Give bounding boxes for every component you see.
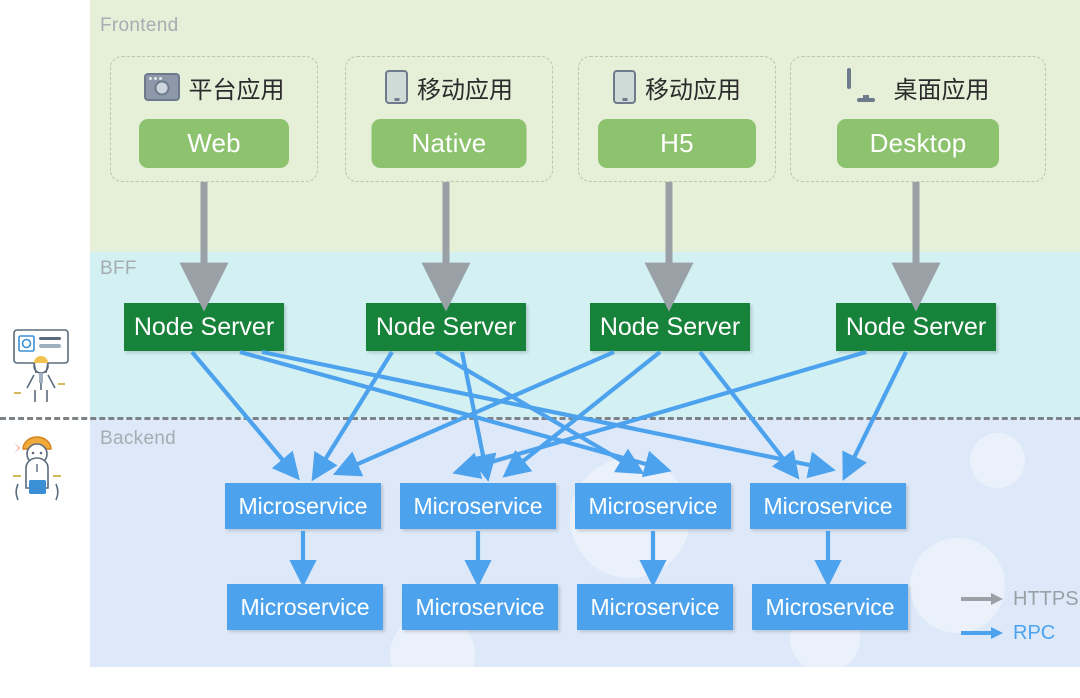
microservice-r1c2[interactable]: Microservice [400, 483, 556, 529]
frontend-card-title: 平台应用 [188, 76, 285, 104]
frontend-pill-web[interactable]: Web [139, 119, 289, 168]
frontend-developer-illustration [13, 329, 69, 402]
microservice-r2c3[interactable]: Microservice [577, 584, 733, 630]
backend-developer-illustration [13, 436, 61, 501]
frontend-card-h5[interactable]: 移动应用 H5 [578, 56, 776, 182]
rpc-arrow-icon [961, 627, 1003, 639]
frontend-pill-native[interactable]: Native [371, 119, 527, 168]
frontend-card-header: 桌面应用 [791, 65, 1045, 109]
browser-chrome-icon [143, 73, 180, 101]
frontend-card-header: 平台应用 [111, 65, 317, 109]
legend-label-rpc: RPC [1013, 621, 1056, 644]
frontend-pill-desktop[interactable]: Desktop [837, 119, 999, 168]
band-label-bff: BFF [100, 258, 137, 279]
frontend-card-title: 移动应用 [417, 76, 513, 104]
architecture-diagram: Frontend BFF Backend 平台应用 Web 移动应用 Nativ… [0, 0, 1080, 667]
legend-row-https: HTTPS [960, 582, 1079, 616]
node-server-4[interactable]: Node Server [836, 303, 996, 351]
frontend-card-web[interactable]: 平台应用 Web [110, 56, 318, 182]
legend-label-https: HTTPS [1013, 587, 1079, 610]
frontend-card-native[interactable]: 移动应用 Native [345, 56, 553, 182]
band-label-backend: Backend [100, 428, 177, 449]
monitor-icon [846, 68, 885, 104]
side-illustrations [13, 329, 69, 501]
legend-row-rpc: RPC [960, 616, 1079, 650]
https-arrow-icon [961, 593, 1003, 605]
microservice-r1c1[interactable]: Microservice [225, 483, 381, 529]
microservice-r1c4[interactable]: Microservice [750, 483, 906, 529]
microservice-r2c1[interactable]: Microservice [227, 584, 383, 630]
frontend-card-title: 桌面应用 [893, 76, 990, 104]
frontend-card-header: 移动应用 [579, 65, 775, 109]
node-server-3[interactable]: Node Server [590, 303, 750, 351]
band-label-frontend: Frontend [100, 15, 179, 36]
legend: HTTPS RPC [960, 582, 1079, 650]
frontend-pill-h5[interactable]: H5 [598, 119, 756, 168]
microservice-r2c4[interactable]: Microservice [752, 584, 908, 630]
phone-icon [613, 70, 636, 104]
frontend-card-header: 移动应用 [346, 65, 552, 109]
phone-icon [385, 70, 408, 104]
frontend-card-desktop[interactable]: 桌面应用 Desktop [790, 56, 1046, 182]
microservice-r2c2[interactable]: Microservice [402, 584, 558, 630]
bff-backend-divider [0, 417, 1080, 420]
node-server-2[interactable]: Node Server [366, 303, 526, 351]
microservice-r1c3[interactable]: Microservice [575, 483, 731, 529]
node-server-1[interactable]: Node Server [124, 303, 284, 351]
frontend-card-title: 移动应用 [645, 76, 741, 104]
